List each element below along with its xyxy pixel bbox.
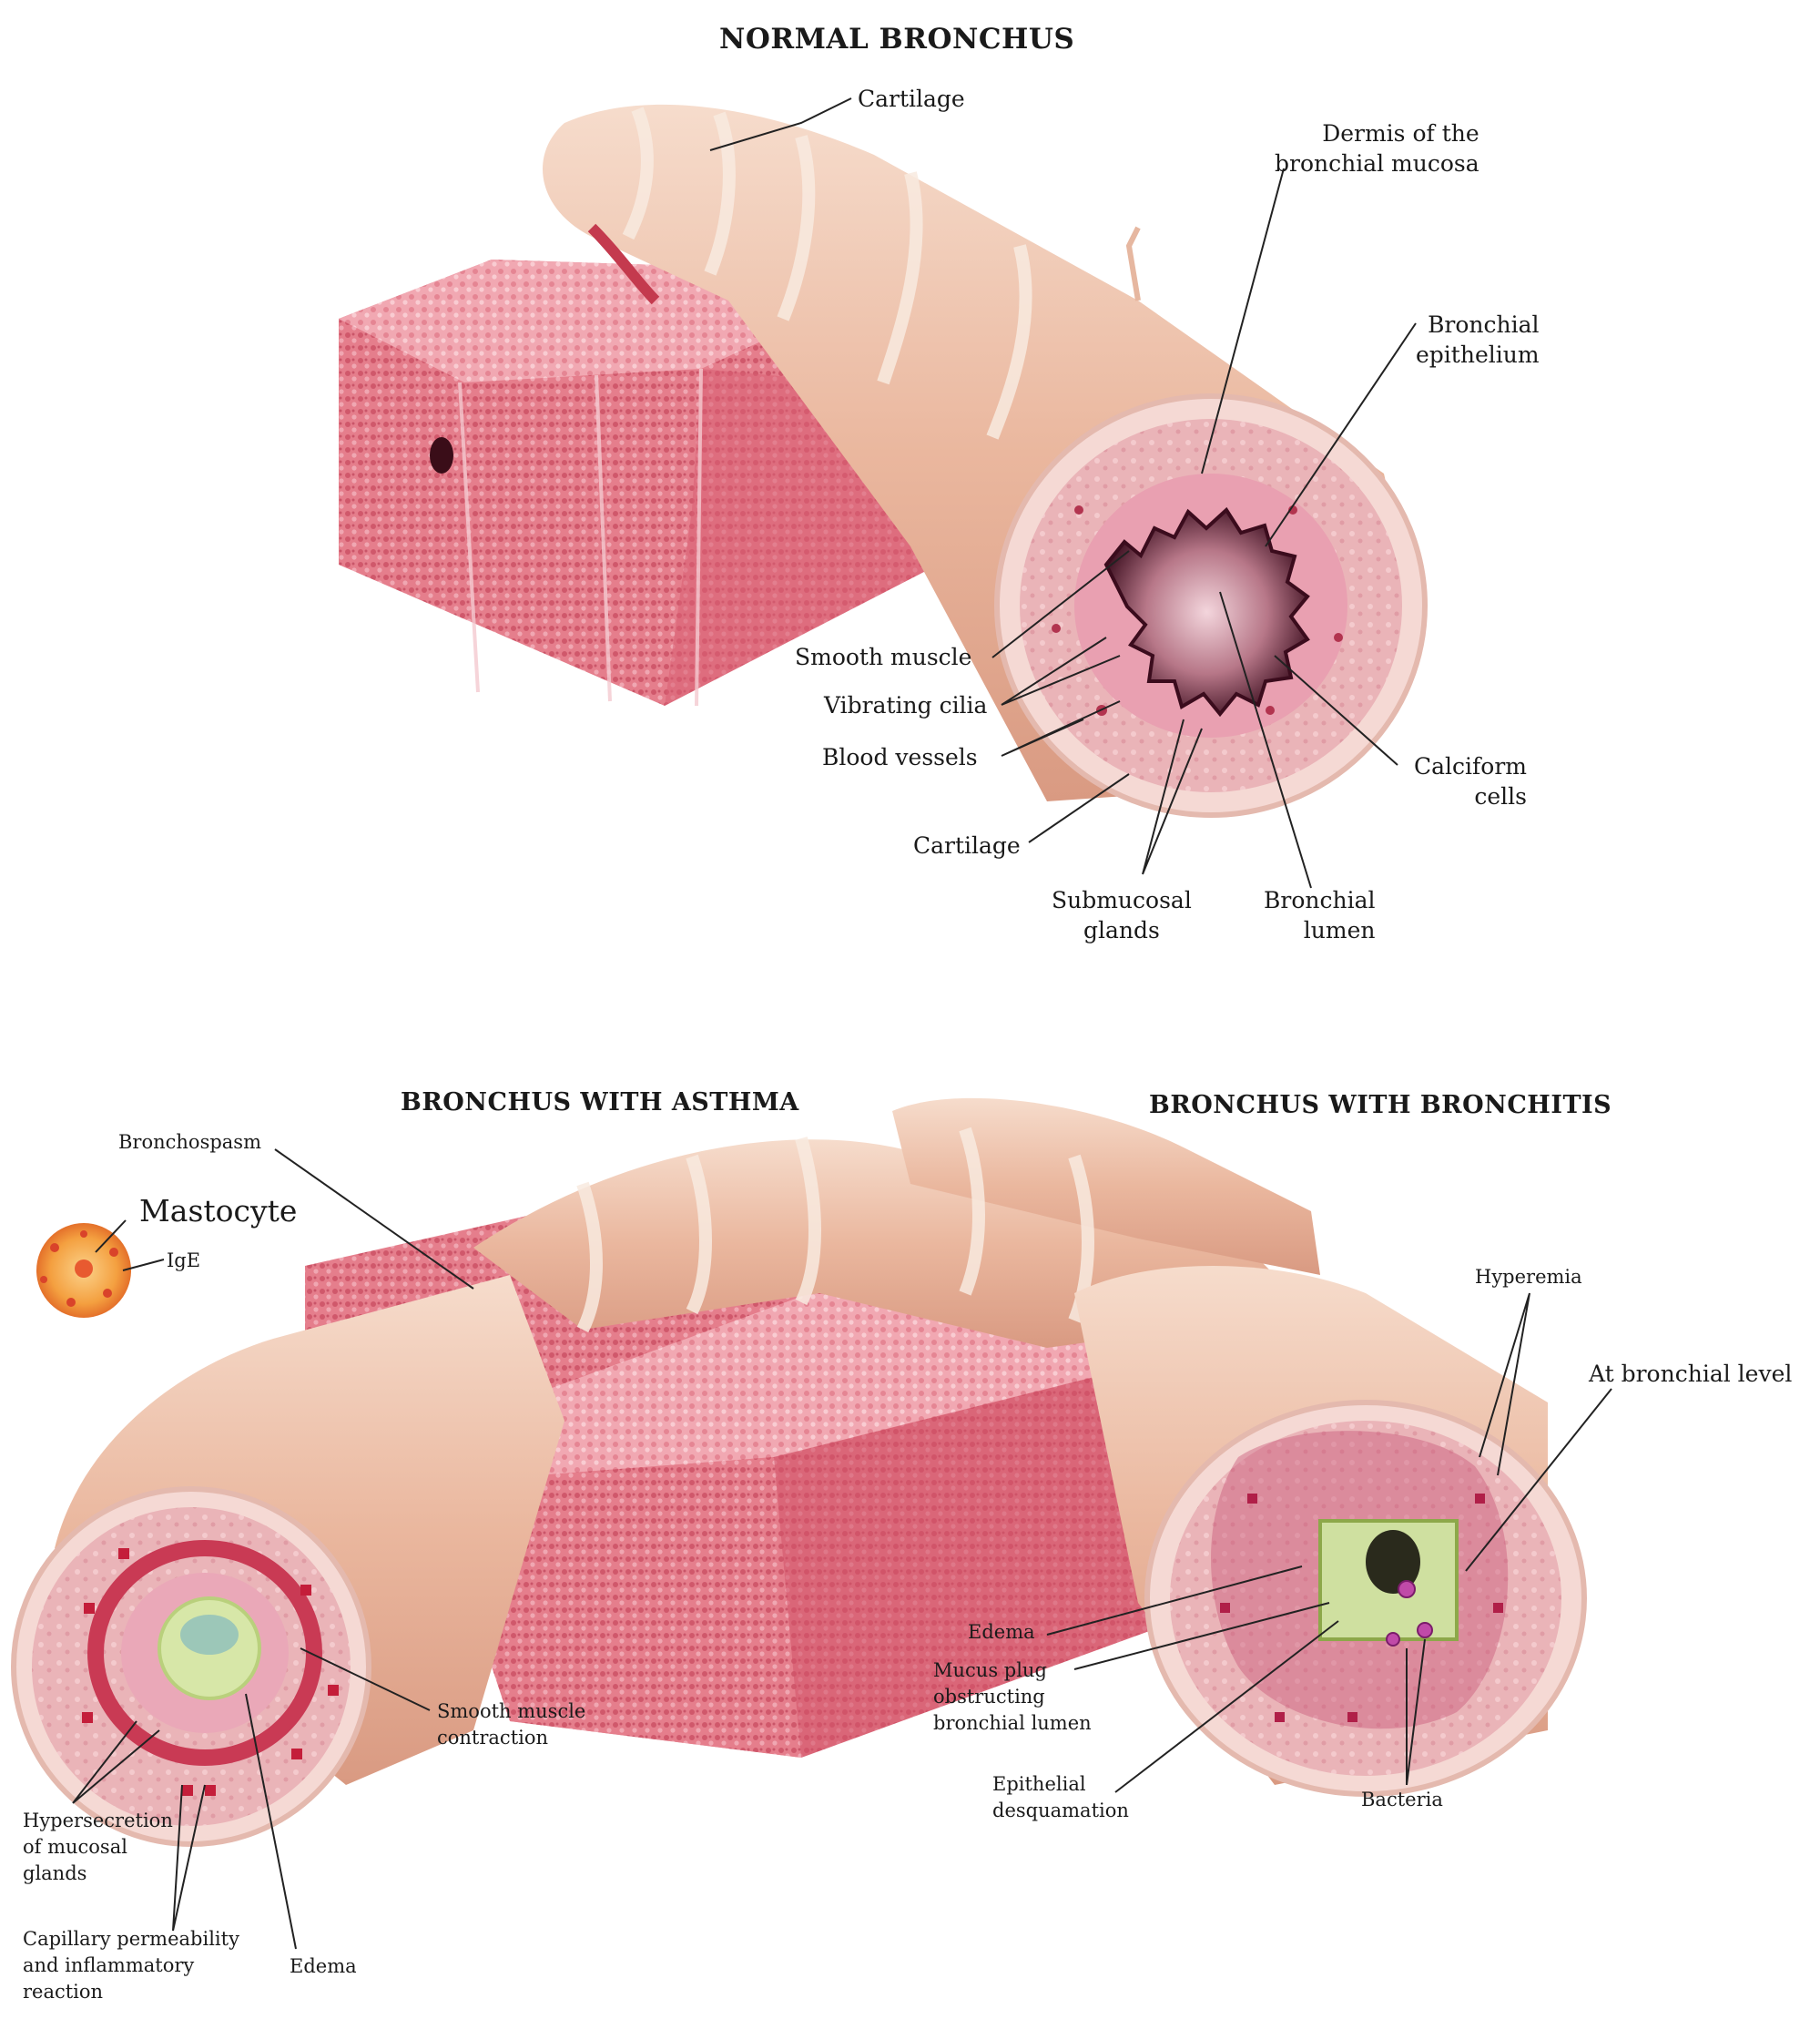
label-cartilage-bottom: Cartilage (913, 831, 1021, 861)
label-blood-vessels: Blood vessels (822, 742, 978, 772)
label-bronchospasm: Bronchospasm (118, 1129, 261, 1156)
label-edema-asthma: Edema (290, 1953, 357, 1980)
label-cartilage-top: Cartilage (858, 84, 965, 114)
label-mucus-plug: Mucus plug obstructing bronchial lumen (933, 1657, 1092, 1737)
label-mastocyte: Mastocyte (139, 1193, 297, 1229)
label-vibrating-cilia: Vibrating cilia (824, 690, 987, 720)
label-capillary-permeability: Capillary permeability and inflammatory … (23, 1926, 239, 2005)
label-ige: IgE (167, 1248, 200, 1274)
label-bacteria: Bacteria (1361, 1787, 1443, 1813)
label-epithelial-desquamation: Epithelial desquamation (992, 1771, 1129, 1824)
label-hyperemia: Hyperemia (1475, 1264, 1582, 1290)
title-normal-bronchus: NORMAL BRONCHUS (719, 23, 1074, 56)
label-smooth-muscle: Smooth muscle (795, 642, 971, 672)
label-bronchial-epithelium: Bronchial epithelium (1416, 310, 1540, 370)
label-smooth-muscle-contraction: Smooth muscle contraction (437, 1698, 585, 1751)
label-dermis: Dermis of the bronchial mucosa (1275, 118, 1479, 178)
label-submucosal-glands: Submucosal glands (1052, 885, 1192, 945)
label-hypersecretion: Hypersecretion of mucosal glands (23, 1808, 173, 1887)
label-edema-bronchitis: Edema (968, 1619, 1035, 1646)
label-calciform-cells: Calciform cells (1414, 751, 1527, 811)
title-bronchus-asthma: BRONCHUS WITH ASTHMA (401, 1088, 799, 1117)
label-bronchial-lumen: Bronchial lumen (1264, 885, 1375, 945)
mastocyte-cell (36, 1223, 131, 1318)
label-at-bronchial-level: At bronchial level (1589, 1359, 1792, 1389)
title-bronchus-bronchitis: BRONCHUS WITH BRONCHITIS (1149, 1091, 1612, 1119)
